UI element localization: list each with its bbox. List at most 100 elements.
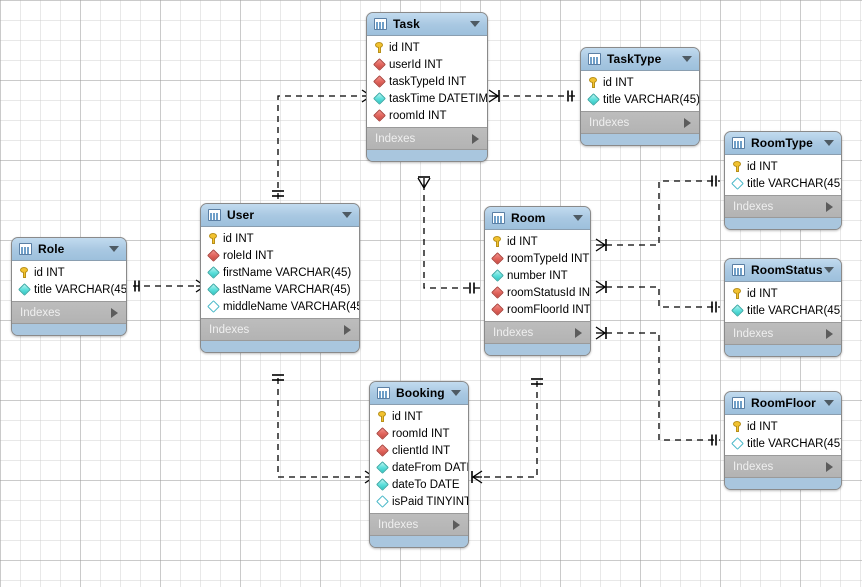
column-row[interactable]: id INT [201, 230, 359, 247]
column-row[interactable]: taskTime DATETIME [367, 90, 487, 107]
indexes-section-room[interactable]: Indexes [485, 322, 590, 344]
chevron-down-icon[interactable] [682, 56, 692, 62]
column-label: middleName VARCHAR(45) [223, 300, 360, 313]
column-label: roomStatusId INT [507, 286, 591, 299]
table-node-roomtype[interactable]: RoomType id INT title VARCHAR(45) Indexes [724, 131, 842, 230]
column-row[interactable]: title VARCHAR(45) [725, 175, 841, 192]
column-row[interactable]: roomStatusId INT [485, 284, 590, 301]
expand-arrow-icon[interactable] [826, 328, 833, 339]
table-title-room: Room [511, 211, 546, 225]
nullable-diamond-icon [376, 495, 389, 508]
table-header-roomstatus[interactable]: RoomStatus [725, 259, 841, 282]
chevron-down-icon[interactable] [470, 21, 480, 27]
table-title-role: Role [38, 242, 65, 256]
column-row[interactable]: id INT [725, 285, 841, 302]
column-row[interactable]: title VARCHAR(45) [12, 281, 126, 298]
table-header-booking[interactable]: Booking [370, 382, 468, 405]
column-label: roleId INT [223, 249, 274, 262]
column-label: title VARCHAR(45) [603, 93, 700, 106]
table-footer-booking [370, 536, 468, 547]
indexes-section-roomstatus[interactable]: Indexes [725, 323, 841, 345]
column-row[interactable]: id INT [725, 158, 841, 175]
table-node-user[interactable]: User id INT roleId INT firstName VARCHAR(45… [200, 203, 360, 353]
column-row[interactable]: id INT [367, 39, 487, 56]
table-header-role[interactable]: Role [12, 238, 126, 261]
column-row[interactable]: userId INT [367, 56, 487, 73]
indexes-section-tasktype[interactable]: Indexes [581, 112, 699, 134]
column-row[interactable]: taskTypeId INT [367, 73, 487, 90]
column-row[interactable]: title VARCHAR(45) [725, 435, 841, 452]
column-row[interactable]: id INT [725, 418, 841, 435]
table-header-task[interactable]: Task [367, 13, 487, 36]
crowfoot-task-room-end [417, 176, 431, 190]
table-header-room[interactable]: Room [485, 207, 590, 230]
table-header-roomfloor[interactable]: RoomFloor [725, 392, 841, 415]
column-row[interactable]: roomId INT [367, 107, 487, 124]
chevron-down-icon[interactable] [342, 212, 352, 218]
chevron-down-icon[interactable] [824, 267, 834, 273]
column-row[interactable]: id INT [12, 264, 126, 281]
expand-arrow-icon[interactable] [826, 461, 833, 472]
chevron-down-icon[interactable] [824, 140, 834, 146]
table-footer-tasktype [581, 134, 699, 145]
column-row[interactable]: roomId INT [370, 425, 468, 442]
expand-arrow-icon[interactable] [111, 307, 118, 318]
indexes-section-roomfloor[interactable]: Indexes [725, 456, 841, 478]
column-row[interactable]: firstName VARCHAR(45) [201, 264, 359, 281]
column-row[interactable]: roomFloorId INT [485, 301, 590, 318]
column-row[interactable]: id INT [485, 233, 590, 250]
column-label: lastName VARCHAR(45) [223, 283, 351, 296]
column-row[interactable]: middleName VARCHAR(45) [201, 298, 359, 315]
link-room-roomtype [606, 180, 720, 246]
expand-arrow-icon[interactable] [684, 117, 691, 128]
column-row[interactable]: dateFrom DATE [370, 459, 468, 476]
indexes-section-task[interactable]: Indexes [367, 128, 487, 150]
column-row[interactable]: title VARCHAR(45) [581, 91, 699, 108]
expand-arrow-icon[interactable] [575, 327, 582, 338]
column-label: title VARCHAR(45) [747, 177, 842, 190]
primary-key-icon [733, 161, 741, 172]
column-row[interactable]: id INT [581, 74, 699, 91]
nullable-diamond-icon [731, 437, 744, 450]
indexes-section-user[interactable]: Indexes [201, 319, 359, 341]
chevron-down-icon[interactable] [451, 390, 461, 396]
foreign-key-diamond-icon [376, 427, 389, 440]
table-header-user[interactable]: User [201, 204, 359, 227]
chevron-down-icon[interactable] [824, 400, 834, 406]
column-row[interactable]: number INT [485, 267, 590, 284]
expand-arrow-icon[interactable] [453, 519, 460, 530]
expand-arrow-icon[interactable] [344, 324, 351, 335]
table-footer-role [12, 324, 126, 335]
table-icon [732, 397, 745, 409]
column-row[interactable]: id INT [370, 408, 468, 425]
column-row[interactable]: roomTypeId INT [485, 250, 590, 267]
table-header-tasktype[interactable]: TaskType [581, 48, 699, 71]
expand-arrow-icon[interactable] [472, 133, 479, 144]
chevron-down-icon[interactable] [109, 246, 119, 252]
chevron-down-icon[interactable] [573, 215, 583, 221]
column-row[interactable]: clientId INT [370, 442, 468, 459]
indexes-section-role[interactable]: Indexes [12, 302, 126, 324]
crowfoot-booking-room-end [471, 470, 483, 484]
table-header-roomtype[interactable]: RoomType [725, 132, 841, 155]
expand-arrow-icon[interactable] [826, 201, 833, 212]
column-row[interactable]: roleId INT [201, 247, 359, 264]
indexes-section-booking[interactable]: Indexes [370, 514, 468, 536]
indexes-section-roomtype[interactable]: Indexes [725, 196, 841, 218]
column-row[interactable]: title VARCHAR(45) [725, 302, 841, 319]
column-row[interactable]: lastName VARCHAR(45) [201, 281, 359, 298]
table-icon [377, 387, 390, 399]
column-row[interactable]: dateTo DATE [370, 476, 468, 493]
primary-key-icon [733, 421, 741, 432]
table-node-tasktype[interactable]: TaskType id INT title VARCHAR(45) Indexes [580, 47, 700, 146]
one-marker-user-booking [272, 374, 284, 381]
column-row[interactable]: isPaid TINYINT [370, 493, 468, 510]
